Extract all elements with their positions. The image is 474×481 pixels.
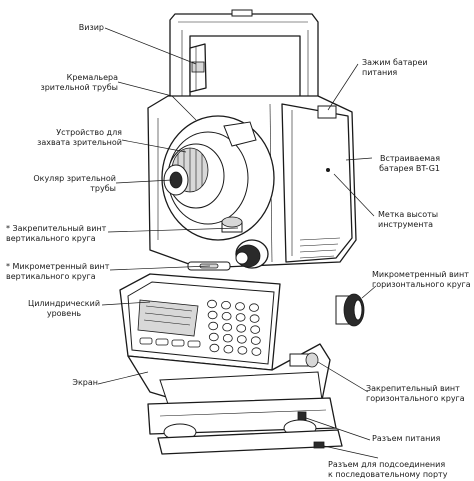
keypad-key [249,314,260,323]
label-telescope-eyepiece: Окуляр зрительной трубы [33,174,116,193]
label-battery: Встраиваемая батарея BT-G1 [379,154,440,173]
keypad-key [207,310,218,320]
label-telescope-focus: Кремальера зрительной трубы [40,73,118,92]
keypad-key [250,336,261,345]
sight-device [189,43,207,93]
label-horizontal-clamp: Закрепительный винт горизонтального круг… [366,384,465,403]
label-horizontal-tangent: Микрометренный винт горизонтального круг… [372,270,471,289]
keypad-key [236,324,247,333]
keypad-key [222,323,233,332]
label-telescope-grip: Устройство для захвата зрительной [37,128,122,147]
keypad-key [207,299,217,309]
label-plate-level: Цилиндрический уровень [28,299,101,318]
label-vertical-clamp: * Закрепительный винт вертикального круг… [6,224,107,243]
label-serial-connector: Разъем для подсоединения к последователь… [328,460,448,479]
telescope [161,115,275,241]
keypad-key [251,347,262,356]
label-power-connector: Разъем питания [372,434,441,443]
keypad-key [208,321,219,331]
label-sight: Визир [78,23,104,32]
horizontal-tangent-knob [335,293,365,327]
keypad-key [221,312,232,321]
base [127,343,343,455]
keypad-key [250,325,261,334]
keypad-key [236,335,247,344]
leader-lines [97,27,379,459]
keypad-key [235,302,245,311]
label-height-mark: Метка высоты инструмента [378,210,439,229]
keypad-key [235,313,246,322]
label-vertical-tangent: * Микрометренный винт вертикального круг… [6,262,110,281]
keypad-key [223,345,234,354]
label-battery-lock: Зажим батареи питания [362,58,428,77]
keypad-key [208,332,219,342]
keypad-key [237,346,248,355]
control-panel [119,273,281,371]
vertical-tangent-knob [235,239,269,269]
label-display: Экран [72,378,98,387]
keypad-key [249,303,259,312]
keypad-key [209,343,220,353]
vertical-clamp-knob [221,216,243,233]
keypad-key [221,301,231,310]
keypad-key [222,334,233,343]
